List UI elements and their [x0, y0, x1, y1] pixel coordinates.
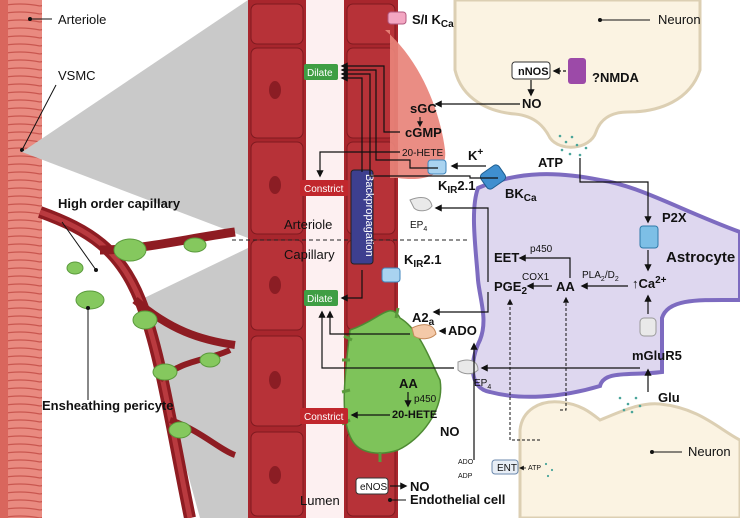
ado-small-label: ADO	[458, 459, 474, 466]
arteriole-vessel	[0, 0, 42, 518]
kir-cap-label: KIR2.1	[404, 252, 441, 270]
nmda-label: ?NMDA	[592, 70, 640, 85]
high-order-capillary-label: High order capillary	[58, 196, 181, 211]
p450-astro-label: p450	[530, 244, 553, 255]
atp-vesicles-bottom	[544, 462, 554, 478]
neuron-bottom	[518, 400, 740, 518]
ca-label: ↑Ca2+	[632, 275, 667, 291]
glu-vesicles	[618, 396, 642, 414]
lumen-label: Lumen	[300, 493, 340, 508]
ado-label: ADO	[448, 323, 477, 338]
zoom-cone-top	[22, 0, 248, 238]
ep4-cap-receptor-icon	[457, 359, 479, 375]
dilate-top-button	[304, 64, 338, 80]
enos-label: eNOS	[360, 482, 388, 493]
neuron-top-label: Neuron	[658, 12, 701, 27]
no-top-label: NO	[522, 96, 542, 111]
pge2-label: PGE2	[494, 279, 527, 297]
no-endo-label: NO	[410, 479, 430, 494]
kir-top-channel-icon	[427, 159, 447, 175]
vsmc-label: VSMC	[58, 68, 96, 83]
arteriole-mid-label: Arteriole	[284, 217, 332, 232]
mglur5-receptor-icon	[639, 317, 657, 337]
enos-box	[355, 477, 389, 495]
vsmc-pointer	[21, 84, 57, 151]
ep4-cap-label: EP4	[474, 378, 491, 391]
p2x-label: P2X	[662, 210, 687, 225]
constrict-cap-button	[300, 408, 348, 424]
aa-peri-label: AA	[399, 376, 418, 391]
nmda-receptor-icon	[568, 58, 586, 84]
ep4-top-receptor-icon	[409, 197, 433, 212]
nnos-box	[511, 61, 551, 80]
mglur5-label: mGluR5	[632, 348, 682, 363]
ensheathing-pericyte-label: Ensheathing pericyte	[42, 398, 173, 413]
capillary-mid-label: Capillary	[284, 247, 335, 262]
dilate-cap-button	[304, 290, 338, 306]
endothelial-cell-label: Endothelial cell	[410, 492, 505, 507]
eet-label: EET	[494, 250, 519, 265]
cgmp-label: cGMP	[405, 125, 442, 140]
vsmc-wedge	[385, 30, 446, 180]
sgc-label: sGC	[410, 101, 437, 116]
hete-top-label: 20-HETE	[402, 148, 443, 159]
ep4-top-label: EP4	[410, 220, 427, 233]
constrict-cap-label: Constrict	[304, 412, 344, 423]
nnos-label: nNOS	[518, 66, 549, 78]
glu-label: Glu	[658, 390, 680, 405]
a2a-receptor-icon	[411, 324, 437, 340]
endothelial-wall-left	[248, 0, 306, 518]
ent-label: ENT	[497, 463, 517, 474]
k-plus-label: K+	[468, 147, 483, 163]
dilate-top-label: Dilate	[307, 68, 333, 79]
si-kca-channel-icon	[387, 11, 407, 25]
atp-vesicles-top	[558, 134, 588, 157]
atp-small-label: ATP	[528, 465, 541, 472]
arteriole-label: Arteriole	[58, 12, 106, 27]
constrict-top-label: Constrict	[304, 184, 344, 195]
zoom-cone-bottom	[140, 248, 248, 518]
backpropagation-bar: Backpropagation	[350, 169, 375, 265]
pericytes-left	[66, 237, 221, 439]
backpropagation-label: Backpropagation	[363, 174, 375, 257]
atp-top-label: ATP	[538, 155, 563, 170]
a2a-label: A2a	[412, 310, 435, 328]
kir-cap-channel-icon	[381, 267, 401, 283]
constrict-top-button	[300, 180, 348, 196]
dilate-cap-label: Dilate	[307, 294, 333, 305]
adp-small-label: ADP	[458, 473, 473, 480]
cox1-label: COX1	[522, 272, 550, 283]
astrocyte-label: Astrocyte	[666, 249, 735, 266]
neuron-bottom-label: Neuron	[688, 444, 731, 459]
si-kca-label: S/I KCa	[412, 12, 454, 30]
no-peri-label: NO	[440, 424, 460, 439]
p450-peri-label: p450	[414, 394, 437, 405]
bk-channel-icon	[479, 164, 507, 190]
pericyte-processes	[341, 307, 400, 462]
ent-transporter-icon	[491, 459, 519, 475]
hete-peri-label: 20-HETE	[392, 409, 437, 421]
bk-label: BKCa	[505, 186, 537, 204]
kir-top-label: KIR2.1	[438, 178, 475, 196]
aa-astro-label: AA	[556, 279, 575, 294]
pla2-label: PLA2/D2	[582, 270, 619, 283]
p2x-channel-icon	[639, 225, 659, 249]
